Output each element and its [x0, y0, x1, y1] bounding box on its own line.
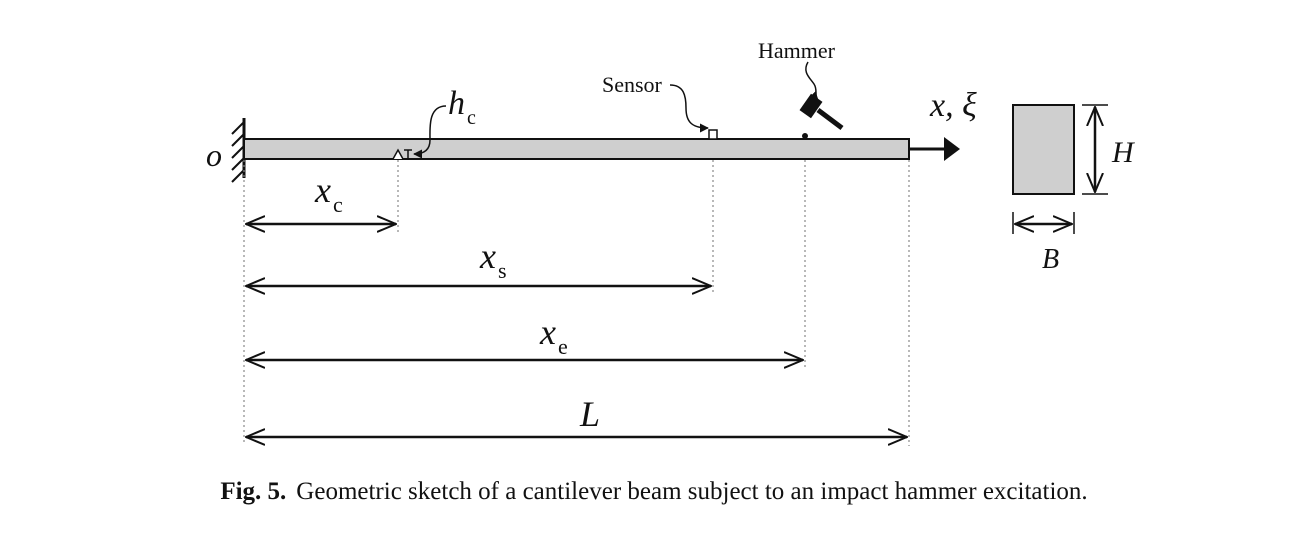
- axis-label: x, ξ: [929, 87, 977, 124]
- cross-section-width-label: B: [1042, 244, 1059, 275]
- origin-label: o: [206, 137, 222, 173]
- figure-caption: Fig. 5. Geometric sketch of a cantilever …: [0, 478, 1308, 506]
- sensor-leader: [669, 84, 709, 133]
- dimension-length-label: L: [579, 394, 600, 434]
- hammer-leader: [805, 61, 819, 101]
- sensor: [708, 129, 718, 140]
- cross-section-height-label: H: [1111, 136, 1136, 169]
- caption-text: Geometric sketch of a cantilever beam su…: [296, 478, 1088, 505]
- dimension-xs-label: xs: [479, 236, 507, 283]
- crack-leader: [413, 105, 447, 159]
- hammer-icon: [799, 93, 844, 130]
- extension-lines: [243, 160, 910, 446]
- dimension-xc-label: xc: [314, 170, 343, 217]
- cross-section: [1012, 104, 1075, 195]
- dimension-xe-label: xe: [539, 312, 568, 359]
- crack-notch: [392, 148, 404, 160]
- fixed-support: [231, 118, 246, 183]
- hammer-label: Hammer: [758, 38, 836, 63]
- caption-label: Fig. 5.: [220, 478, 287, 505]
- impact-point: [802, 133, 808, 139]
- sensor-label: Sensor: [602, 72, 663, 97]
- beam: [243, 138, 910, 160]
